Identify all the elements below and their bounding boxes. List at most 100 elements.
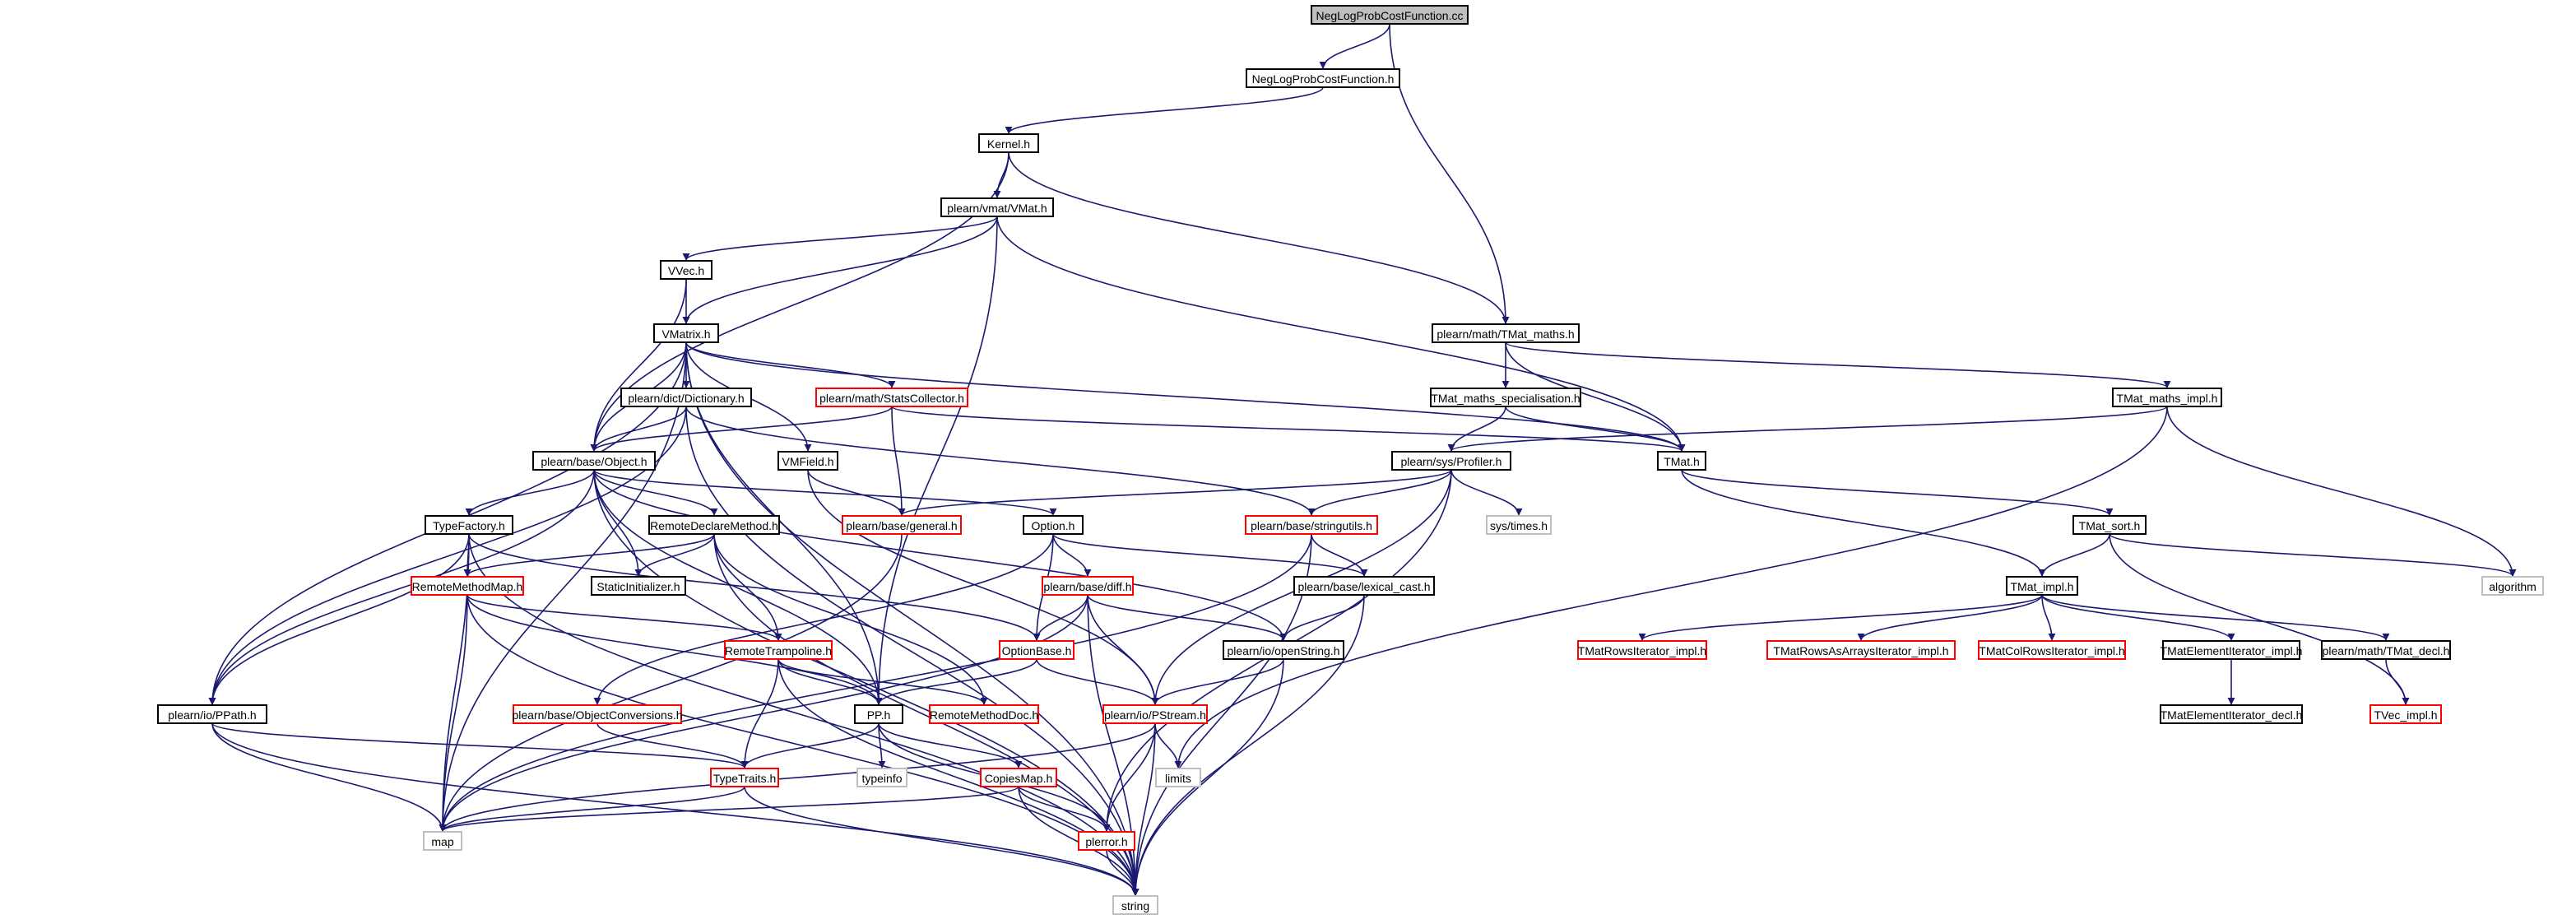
node-box	[157, 704, 267, 724]
node-plearn-base-lexical-cast-h[interactable]: plearn/base/lexical_cast.h	[1293, 576, 1435, 596]
node-pp-h[interactable]: PP.h	[854, 704, 903, 724]
edge-tmat-maths-impl-h-to-limits	[1174, 406, 2168, 768]
node-plearn-math-tmat-decl-h[interactable]: plearn/math/TMat_decl.h	[2321, 640, 2451, 660]
node-plearn-vmat-vmat-h[interactable]: plearn/vmat/VMat.h	[940, 197, 1054, 217]
edge-remotemethodmap-h-to-map	[439, 594, 468, 832]
edge-plearn-math-statscollector-h-to-tmat-h	[891, 406, 1686, 452]
node-plearn-base-object-h[interactable]: plearn/base/Object.h	[532, 451, 656, 471]
node-label: plearn/math/TMat_decl.h	[2323, 644, 2450, 657]
node-box	[2072, 515, 2147, 535]
node-neglogprobcostfunction-h[interactable]: NegLogProbCostFunction.h	[1246, 68, 1400, 88]
node-label: TMatRowsAsArraysIterator_impl.h	[1773, 644, 1948, 657]
node-map[interactable]: map	[423, 831, 462, 851]
node-tmatrowsasarraysiterator-impl-h[interactable]: TMatRowsAsArraysIterator_impl.h	[1766, 640, 1956, 660]
edge-plearn-base-objectconversions-h-to-typetraits-h	[596, 722, 749, 768]
node-label: sys/times.h	[1490, 519, 1548, 532]
node-plearn-io-pstream-h[interactable]: plearn/io/PStream.h	[1102, 704, 1208, 724]
node-tmat-h[interactable]: TMat.h	[1657, 451, 1706, 471]
edge-plearn-base-object-h-to-plearn-io-ppath-h	[208, 469, 595, 705]
node-option-h[interactable]: Option.h	[1023, 515, 1084, 535]
node-box	[1657, 451, 1706, 471]
node-sys-times-h[interactable]: sys/times.h	[1486, 515, 1552, 535]
edge-plearn-io-pstream-h-to-map	[439, 722, 1156, 832]
node-algorithm[interactable]: algorithm	[2481, 576, 2544, 596]
edge-tmat-maths-specialisation-h-to-tmat-h	[1505, 406, 1686, 452]
node-label: plearn/base/ObjectConversions.h	[512, 708, 682, 722]
node-plearn-base-objectconversions-h[interactable]: plearn/base/ObjectConversions.h	[512, 704, 683, 724]
node-remotemethoddoc-h[interactable]: RemoteMethodDoc.h	[929, 704, 1039, 724]
node-tmat-sort-h[interactable]: TMat_sort.h	[2072, 515, 2147, 535]
edge-vmfield-h-to-plearn-base-general-h	[807, 469, 906, 516]
node-box	[1391, 451, 1511, 471]
node-box	[856, 768, 907, 787]
node-tmat-impl-h[interactable]: TMat_impl.h	[2006, 576, 2078, 596]
node-box	[1978, 640, 2126, 660]
edge-typefactory-h-to-string	[468, 533, 1139, 896]
node-box	[1245, 515, 1378, 535]
node-box	[653, 323, 719, 343]
node-plearn-math-statscollector-h[interactable]: plearn/math/StatsCollector.h	[815, 388, 968, 407]
edge-option-h-to-plearn-base-objectconversions-h	[593, 533, 1054, 705]
node-label: typeinfo	[861, 772, 902, 785]
edge-plearn-base-object-h-to-staticinitializer-h	[593, 469, 643, 577]
node-label: plearn/base/Object.h	[541, 455, 647, 468]
node-tmatelementiterator-impl-h[interactable]: TMatElementIterator_impl.h	[2161, 640, 2303, 660]
node-box	[425, 515, 513, 535]
edge-vmatrix-h-to-map	[439, 341, 687, 832]
edge-plearn-vmat-vmat-h-to-pp-h	[875, 216, 998, 705]
node-tmat-maths-specialisation-h[interactable]: TMat_maths_specialisation.h	[1430, 388, 1581, 407]
node-tmatelementiterator-decl-h[interactable]: TMatElementIterator_decl.h	[2160, 704, 2303, 724]
edge-plearn-dict-dictionary-h-to-plearn-base-stringutils-h	[685, 406, 1316, 516]
node-vmatrix-h[interactable]: VMatrix.h	[653, 323, 719, 343]
node-remotemethodmap-h[interactable]: RemoteMethodMap.h	[411, 576, 524, 596]
edge-plearn-base-object-h-to-pp-h	[593, 469, 883, 705]
node-typefactory-h[interactable]: TypeFactory.h	[425, 515, 513, 535]
node-vmfield-h[interactable]: VMField.h	[777, 451, 838, 471]
edge-plearn-math-tmat-maths-h-to-tmat-maths-impl-h	[1505, 341, 2171, 388]
edge-remotemethodmap-h-to-string	[466, 594, 1139, 896]
node-label: CopiesMap.h	[985, 772, 1053, 785]
node-vvec-h[interactable]: VVec.h	[660, 260, 712, 280]
node-plearn-dict-dictionary-h[interactable]: plearn/dict/Dictionary.h	[620, 388, 752, 407]
node-typeinfo[interactable]: typeinfo	[856, 768, 907, 787]
node-string[interactable]: string	[1112, 895, 1158, 915]
node-remotedeclaremethod-h[interactable]: RemoteDeclareMethod.h	[648, 515, 780, 535]
node-typetraits-h[interactable]: TypeTraits.h	[710, 768, 779, 787]
node-plearn-base-general-h[interactable]: plearn/base/general.h	[842, 515, 962, 535]
node-staticinitializer-h[interactable]: StaticInitializer.h	[591, 576, 686, 596]
node-plearn-base-stringutils-h[interactable]: plearn/base/stringutils.h	[1245, 515, 1378, 535]
node-optionbase-h[interactable]: OptionBase.h	[999, 640, 1074, 660]
node-tmat-maths-impl-h[interactable]: TMat_maths_impl.h	[2112, 388, 2222, 407]
node-tmatcolrowsiterator-impl-h[interactable]: TMatColRowsIterator_impl.h	[1978, 640, 2126, 660]
edge-neglogprobcostfunction-h-to-kernel-h	[1005, 86, 1324, 134]
node-limits[interactable]: limits	[1155, 768, 1201, 787]
node-plearn-sys-profiler-h[interactable]: plearn/sys/Profiler.h	[1391, 451, 1511, 471]
edge-optionbase-h-to-pp-h	[875, 658, 1037, 705]
node-tvec-impl-h[interactable]: TVec_impl.h	[2369, 704, 2442, 724]
node-plerror-h[interactable]: plerror.h	[1078, 831, 1135, 851]
node-box	[978, 133, 1039, 153]
node-box	[1486, 515, 1552, 535]
node-tmatrowsiterator-impl-h[interactable]: TMatRowsIterator_impl.h	[1577, 640, 1707, 660]
nodes-layer: NegLogProbCostFunction.ccNegLogProbCostF…	[157, 5, 2544, 915]
edge-vmatrix-h-to-string	[685, 341, 1139, 896]
node-kernel-h[interactable]: Kernel.h	[978, 133, 1039, 153]
node-plearn-base-diff-h[interactable]: plearn/base/diff.h	[1042, 576, 1134, 596]
node-plearn-io-openstring-h[interactable]: plearn/io/openString.h	[1223, 640, 1344, 660]
node-box	[1078, 831, 1135, 851]
node-remotetrampoline-h[interactable]: RemoteTrampoline.h	[724, 640, 833, 660]
node-copiesmap-h[interactable]: CopiesMap.h	[980, 768, 1057, 787]
node-box	[710, 768, 779, 787]
node-box	[1155, 768, 1201, 787]
node-box	[724, 640, 833, 660]
node-label: plearn/math/TMat_maths.h	[1437, 327, 1574, 341]
edge-copiesmap-h-to-string	[1018, 786, 1139, 896]
node-plearn-io-ppath-h[interactable]: plearn/io/PPath.h	[157, 704, 267, 724]
node-plearn-math-tmat-maths-h[interactable]: plearn/math/TMat_maths.h	[1432, 323, 1580, 343]
edge-copiesmap-h-to-map	[439, 786, 1019, 832]
node-neglogprobcostfunction-cc[interactable]: NegLogProbCostFunction.cc	[1311, 5, 1469, 25]
node-label: plearn/io/openString.h	[1228, 644, 1340, 657]
edge-typetraits-h-to-map	[439, 786, 745, 832]
edge-optionbase-h-to-plearn-io-pstream-h	[1036, 658, 1159, 705]
node-label: StaticInitializer.h	[596, 580, 680, 593]
